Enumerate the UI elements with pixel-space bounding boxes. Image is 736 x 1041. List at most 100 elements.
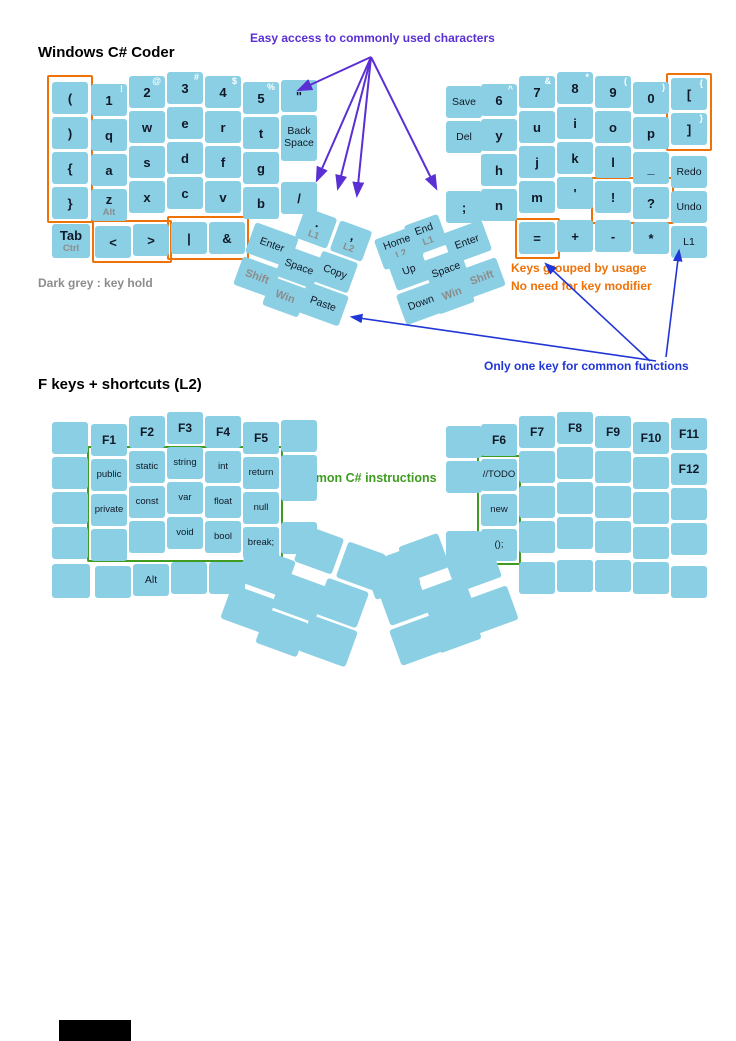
key-label: x [143,189,151,205]
key-k: k [557,142,593,174]
key-f1: F1 [91,424,127,456]
key-9: (9 [595,76,631,108]
key-blank [671,523,707,555]
key-label: u [533,119,541,135]
key-label: r [220,119,226,135]
key-label: ; [461,199,467,215]
key-blank [446,461,482,493]
key-label: Paste [308,293,338,314]
key-y: y [481,119,517,151]
key-symbol: ; [446,191,482,223]
key-blank [519,486,555,518]
key-label: a [105,162,113,178]
key-h: h [481,154,517,186]
key-f3: F3 [167,412,203,444]
key-blank [52,457,88,489]
key-label: [ [686,86,692,102]
key-e: e [167,107,203,139]
key-f7: F7 [519,416,555,448]
key-label: 8 [571,80,579,96]
key-label: F12 [678,462,700,476]
key-label: p [647,125,655,141]
key-m: m [519,181,555,213]
key-label: F10 [640,431,662,445]
key-label: c [181,185,189,201]
key-label: | [187,230,191,246]
key-u: u [519,111,555,143]
footer-bar [59,1020,131,1041]
key-label: (); [494,539,504,551]
key-b: b [243,187,279,219]
key-hold-label: Alt [102,206,116,218]
key-symbol: > [133,224,169,256]
key-symbol: ? [633,187,669,219]
key-symbol: * [633,222,669,254]
key-label: F11 [678,427,699,441]
key-label: Shift [468,267,496,288]
key-label: //TODO [482,469,516,481]
key-del: Del [446,121,482,153]
key-7: &7 [519,76,555,108]
key-f5: F5 [243,422,279,454]
key-label: n [495,197,503,213]
key-label: Tab [59,227,83,243]
key-blank [52,527,88,559]
key-label: new [490,504,508,516]
key-label: 3 [181,80,189,96]
shift-symbol-label: ! [120,84,123,94]
purple-arrow [335,56,372,191]
shift-symbol-label: # [193,72,199,82]
key-label: w [141,119,153,135]
key-blank [633,457,669,489]
key-blank [129,521,165,553]
key-string: string [167,447,203,479]
key-label: F3 [177,421,192,435]
note-keys-grouped: Keys grouped by usage No need for key mo… [511,259,652,295]
key-blank [52,564,90,598]
key-save: Save [446,86,482,118]
key-f12: F12 [671,453,707,485]
page-title: Windows C# Coder [38,44,175,61]
shift-symbol-label: ( [624,76,627,86]
key-1: !1 [91,84,127,116]
key-label: 6 [495,92,503,108]
key-blank [557,447,593,479]
key-label: < [109,234,117,250]
key-symbol: { [52,152,88,184]
key-blank [281,420,317,452]
key-v: v [205,181,241,213]
key-blank [595,451,631,483]
key-f2: F2 [129,416,165,448]
key-blank [281,455,317,501]
key-blank [52,492,88,524]
key-hold-label: L2 [341,240,356,255]
key-l: l [595,146,631,178]
key-label: bool [214,531,232,543]
key-var: var [167,482,203,514]
key-label: } [67,195,73,211]
key-label: 0 [647,90,655,106]
key-label: d [181,150,189,166]
key-label: & [222,230,232,246]
key-blank [595,521,631,553]
shift-symbol-label: } [699,113,703,123]
key-f: f [205,146,241,178]
key-redo: Redo [671,156,707,188]
key-q: q [91,119,127,151]
key-label: . [313,214,323,231]
key-return: return [243,457,279,489]
key-x: x [129,181,165,213]
key-blank [171,562,207,594]
blue-arrow [349,313,657,362]
key-label: > [147,232,155,248]
key-blank [95,566,131,598]
key-label: static [135,461,159,473]
key-label: q [105,127,113,143]
key-blank [633,562,669,594]
key-r: r [205,111,241,143]
key-blank [446,426,482,458]
key-label: Undo [676,200,702,213]
key-f6: F6 [481,424,517,456]
